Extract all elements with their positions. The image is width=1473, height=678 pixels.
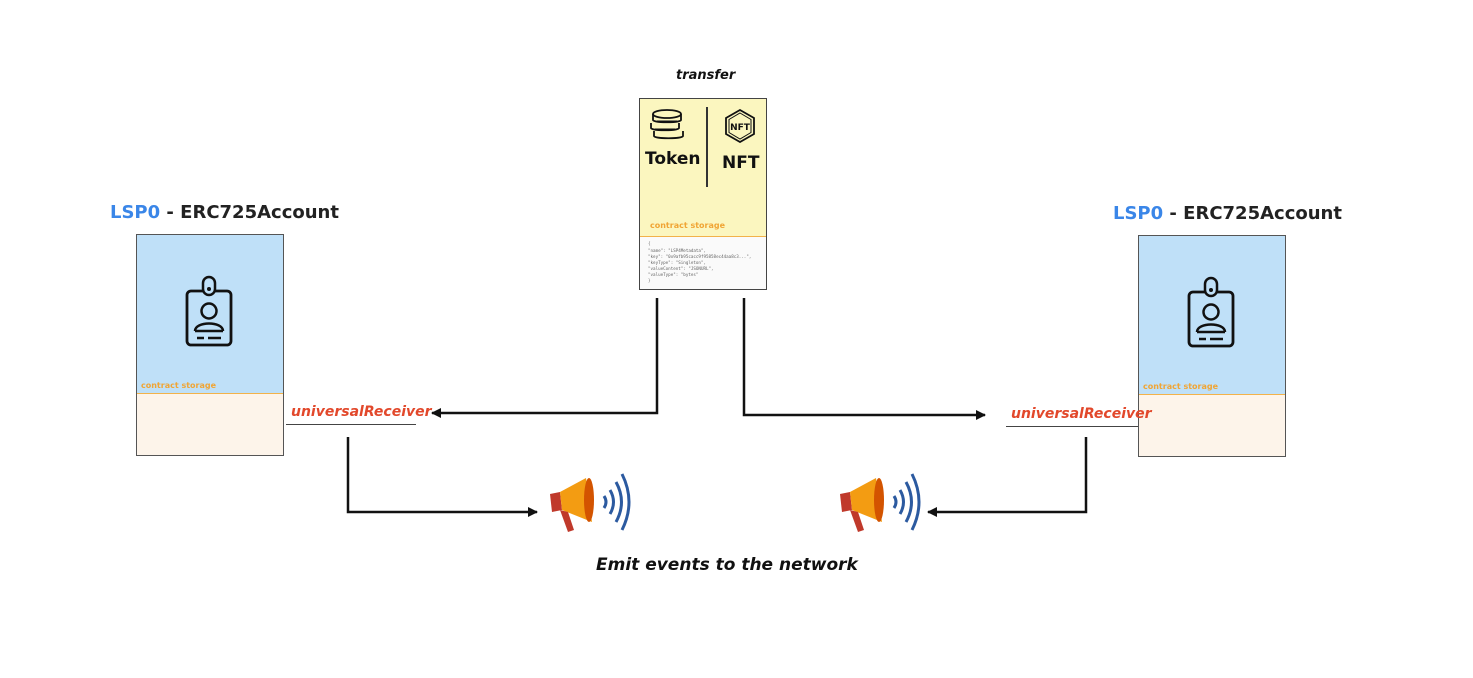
token-label: Token: [645, 149, 701, 169]
code-line: "key": "0x9afb95cacc9f95858ec44aa8c3..."…: [648, 254, 752, 259]
code-line: "valueType": "bytes": [648, 272, 699, 277]
left-universal-receiver: universalReceiver: [291, 404, 432, 420]
svg-text:NFT: NFT: [730, 123, 751, 133]
right-universal-receiver: universalReceiver: [1011, 406, 1152, 422]
megaphone-icon: [550, 473, 631, 532]
asset-code-block: { "name": "LSP4Metadata", "key": "0x9afb…: [640, 236, 766, 289]
id-badge-icon: [1187, 276, 1235, 348]
right-account-top: contract storage: [1139, 236, 1285, 395]
right-lsp-label: LSP0: [1113, 203, 1164, 224]
code-line: {: [648, 241, 651, 246]
arrow-left-receiver-to-emit: [346, 437, 538, 517]
arrow-transfer-to-left-receiver: [431, 298, 659, 418]
right-account-title: LSP0 - ERC725Account: [1113, 203, 1342, 224]
asset-box: Token NFT NFT contract storage { "name":…: [639, 98, 767, 290]
left-account-top: contract storage: [137, 235, 283, 394]
asset-divider: [706, 107, 708, 187]
left-receiver-underline: [286, 424, 416, 425]
transfer-label: transfer: [676, 68, 736, 83]
megaphone-icon: [840, 473, 921, 532]
left-storage-label: contract storage: [141, 381, 217, 390]
id-badge-icon: [185, 275, 233, 347]
right-account-name: - ERC725Account: [1163, 203, 1342, 224]
code-line: "valueContent": "JSONURL",: [648, 266, 714, 271]
coins-icon: [650, 109, 684, 140]
arrow-right-receiver-to-emit: [927, 437, 1088, 517]
right-receiver-underline: [1006, 426, 1138, 427]
right-account-box: contract storage: [1138, 235, 1286, 457]
code-line: }: [648, 278, 651, 283]
left-account-title: LSP0 - ERC725Account: [110, 202, 339, 223]
arrow-transfer-to-right-receiver: [742, 298, 986, 420]
right-storage-label: contract storage: [1143, 382, 1219, 391]
code-line: "keyType": "Singleton",: [648, 260, 706, 265]
nft-icon: NFT: [725, 109, 755, 143]
left-account-box: contract storage: [136, 234, 284, 456]
code-line: "name": "LSP4Metadata",: [648, 248, 706, 253]
left-lsp-label: LSP0: [110, 202, 161, 223]
emit-events-caption: Emit events to the network: [596, 555, 858, 575]
left-account-name: - ERC725Account: [160, 202, 339, 223]
asset-storage-label: contract storage: [650, 221, 726, 230]
nft-label: NFT: [722, 153, 760, 173]
